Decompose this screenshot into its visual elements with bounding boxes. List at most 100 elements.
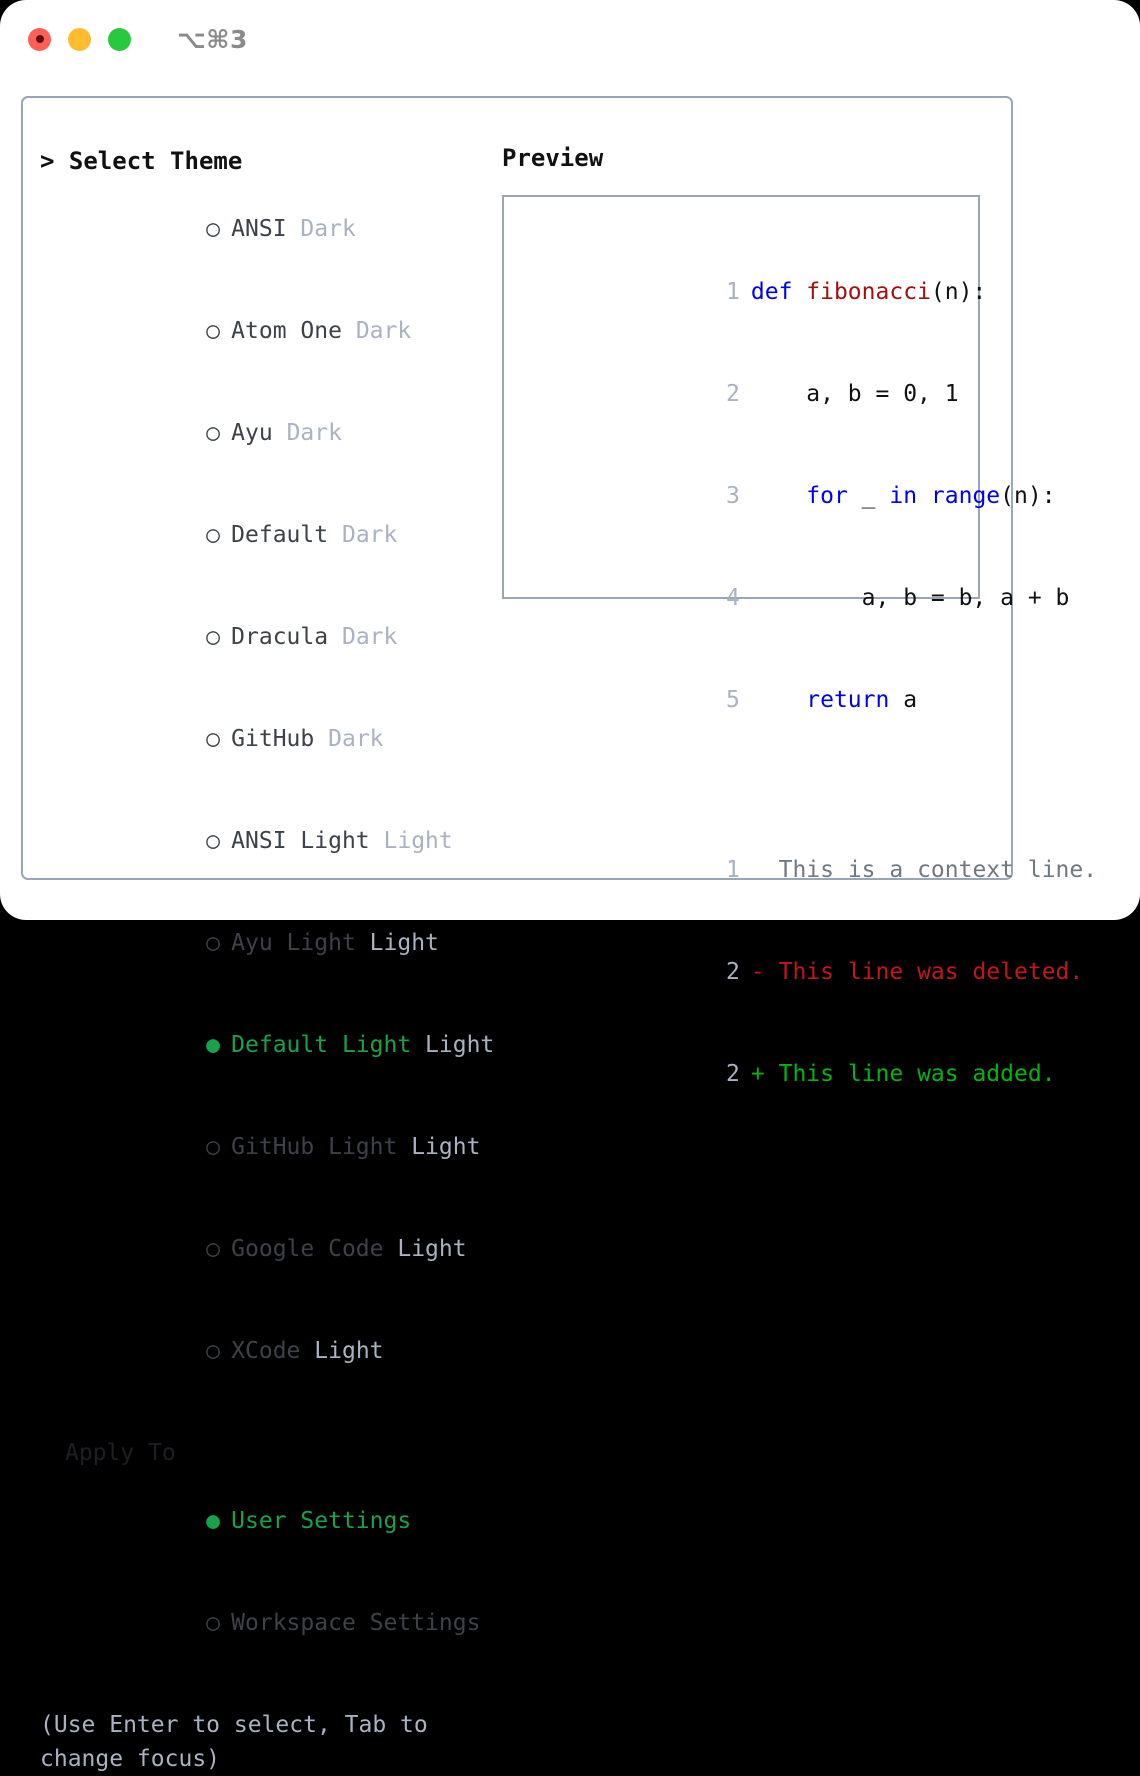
- theme-name: Default: [231, 522, 329, 548]
- apply-to-label: Apply To: [65, 1440, 176, 1466]
- radio-icon[interactable]: ○: [206, 216, 221, 242]
- diff-text: This is a context line.: [778, 857, 1098, 883]
- apply-to-item-label: Workspace Settings: [231, 1610, 481, 1636]
- diff-line-deleted: 2- This line was deleted.: [520, 921, 1083, 1023]
- theme-name: Atom One: [231, 318, 342, 344]
- code-line: 5 return a: [520, 649, 978, 751]
- theme-list-item[interactable]: ○ ANSI Light Light: [40, 790, 488, 892]
- theme-list: ○ ANSI Dark ○ Atom One Dark ○Ayu Dark ○ Def…: [40, 178, 494, 1402]
- theme-variant-badge: Light: [383, 828, 453, 854]
- theme-name: Google Code: [231, 1236, 384, 1262]
- line-number: 4: [726, 585, 740, 611]
- theme-name: GitHub Light: [231, 1134, 398, 1160]
- apply-to-item-workspace-settings[interactable]: ○ Workspace Settings: [40, 1572, 488, 1674]
- theme-list-item[interactable]: ○ GitHub Light Light: [40, 1096, 488, 1198]
- diff-line-context: 1 This is a context line.: [520, 819, 1097, 921]
- theme-list-item[interactable]: ○ Dracula Dark: [40, 586, 488, 688]
- close-button[interactable]: [28, 27, 51, 51]
- window-controls: [28, 27, 131, 51]
- radio-icon[interactable]: ○: [206, 726, 221, 752]
- code-token: a: [889, 687, 918, 713]
- code-token: _: [847, 483, 890, 509]
- theme-variant-badge: Dark: [355, 318, 412, 344]
- keyboard-hint-text: (Use Enter to select, Tab to change focu…: [40, 1712, 428, 1772]
- diff-sign: +: [750, 1061, 765, 1087]
- preview-heading: Preview: [502, 144, 604, 172]
- apply-to-item-user-settings[interactable]: ● User Settings: [40, 1470, 488, 1572]
- theme-list-item[interactable]: ○ Google Code Light: [40, 1198, 488, 1300]
- theme-name: Dracula: [231, 624, 329, 650]
- radio-icon-selected[interactable]: ●: [206, 1032, 221, 1058]
- radio-icon[interactable]: ○: [206, 318, 221, 344]
- line-number: 1: [726, 857, 740, 883]
- radio-icon[interactable]: ○: [206, 624, 221, 650]
- theme-variant-badge: Dark: [328, 726, 384, 752]
- code-token: for: [806, 483, 848, 509]
- theme-list-item[interactable]: ○ ANSI Dark: [40, 178, 488, 280]
- line-number: 2: [726, 959, 740, 985]
- code-token: a, b = b, a + b: [750, 585, 1070, 611]
- theme-variant-badge: Light: [425, 1032, 495, 1058]
- code-line: 3 for _ in range(n):: [520, 445, 1056, 547]
- radio-icon[interactable]: ○: [206, 1338, 221, 1364]
- theme-name: ANSI Light: [231, 828, 370, 854]
- code-token: (n):: [1000, 483, 1056, 509]
- theme-list-item[interactable]: ○Ayu Light Light: [40, 892, 488, 994]
- apply-to-group: ● User Settings ○ Workspace Settings: [40, 1470, 488, 1674]
- theme-variant-badge: Dark: [286, 420, 342, 446]
- theme-list-item[interactable]: ○ XCode Light: [40, 1300, 488, 1402]
- radio-icon[interactable]: ○: [206, 1134, 221, 1160]
- theme-variant-badge: Light: [314, 1338, 384, 1364]
- code-token: in: [889, 483, 918, 509]
- hint-gap: [40, 1674, 488, 1708]
- main-panel: > Select Theme ○ ANSI Dark ○ Atom One Dark…: [21, 96, 1097, 1772]
- theme-variant-badge: Light: [397, 1236, 467, 1262]
- line-number: 3: [726, 483, 740, 509]
- maximize-button[interactable]: [108, 27, 131, 51]
- code-line: 4 a, b = b, a + b: [520, 547, 1069, 649]
- radio-icon[interactable]: ○: [206, 522, 221, 548]
- radio-icon-selected[interactable]: ●: [206, 1508, 221, 1534]
- theme-picker-header: > Select Theme: [40, 147, 243, 175]
- theme-name: GitHub: [231, 726, 315, 752]
- theme-name: XCode: [231, 1338, 301, 1364]
- line-number: 5: [726, 687, 740, 713]
- radio-icon[interactable]: ○: [206, 420, 221, 446]
- line-number: 2: [726, 381, 740, 407]
- theme-picker-column: > Select Theme ○ ANSI Dark ○ Atom One Dark…: [23, 144, 494, 1772]
- theme-list-item-selected[interactable]: ● Default Light Light: [40, 994, 494, 1096]
- list-gap: [40, 1402, 488, 1436]
- diff-sign: [751, 857, 765, 883]
- code-token: [751, 483, 806, 509]
- theme-variant-badge: Dark: [341, 624, 398, 650]
- diff-line-added: 2+ This line was added.: [520, 1023, 1056, 1125]
- preview-separator: [520, 751, 978, 785]
- minimize-button[interactable]: [68, 27, 91, 51]
- radio-icon[interactable]: ○: [206, 1236, 221, 1262]
- code-token: [917, 483, 931, 509]
- radio-icon[interactable]: ○: [206, 828, 221, 854]
- code-token: return: [806, 687, 890, 713]
- line-number: 1: [726, 279, 740, 305]
- theme-list-item[interactable]: ○ Atom One Dark: [40, 280, 488, 382]
- diff-sign: -: [750, 959, 765, 985]
- theme-list-item[interactable]: ○Default Dark: [40, 484, 488, 586]
- theme-name: Default Light: [231, 1032, 412, 1058]
- radio-icon[interactable]: ○: [206, 930, 221, 956]
- theme-name: ANSI: [231, 216, 287, 242]
- theme-variant-badge: Light: [411, 1134, 481, 1160]
- theme-list-item[interactable]: ○ GitHub Dark: [40, 688, 488, 790]
- preview-separator: [520, 785, 978, 819]
- diff-text: This line was added.: [778, 1061, 1056, 1087]
- code-token: fibonacci: [806, 279, 931, 305]
- theme-variant-badge: Dark: [300, 216, 356, 242]
- radio-icon[interactable]: ○: [206, 1610, 221, 1636]
- diff-text: This line was deleted.: [778, 959, 1084, 985]
- theme-list-item[interactable]: ○Ayu Dark: [40, 382, 488, 484]
- code-token: range: [930, 483, 1001, 509]
- apply-to-item-label: User Settings: [231, 1508, 412, 1534]
